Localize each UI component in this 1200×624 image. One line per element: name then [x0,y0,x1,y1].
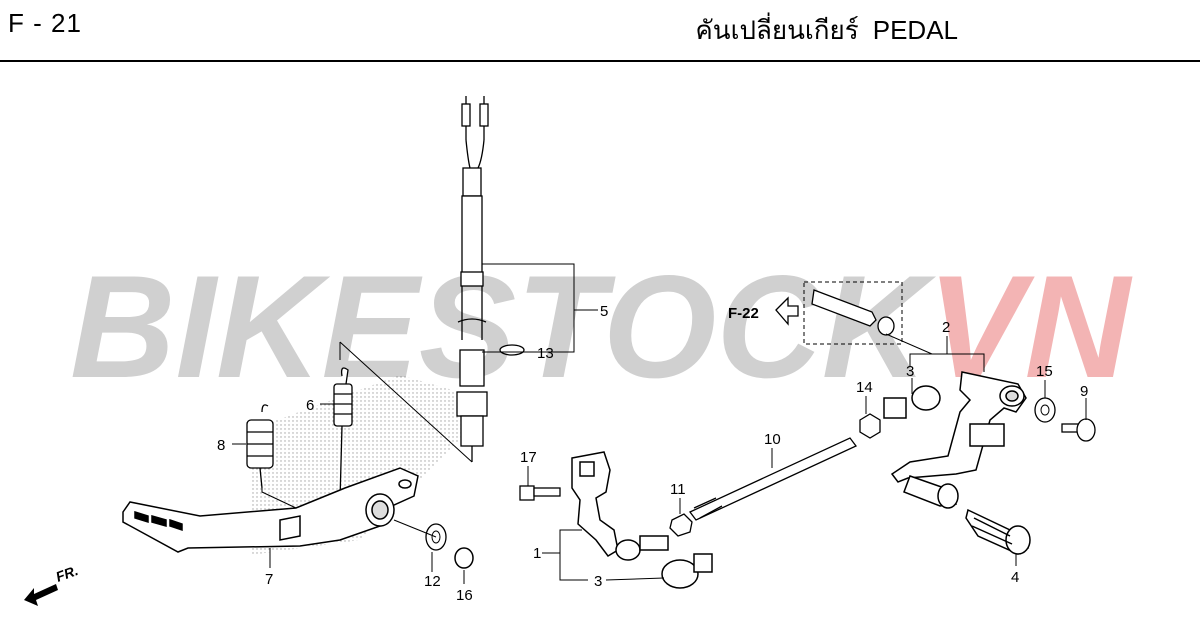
brake-pedal [122,467,419,553]
callout-17: 17 [520,449,537,466]
callout-2: 2 [942,319,950,336]
page-title: คันเปลี่ยนเกียร์ PEDAL [695,10,958,51]
callout-7: 7 [265,571,273,588]
callout-4: 4 [1011,569,1019,586]
callout-13: 13 [537,345,554,362]
joint-lower [615,535,713,589]
callout-5: 5 [600,303,608,320]
spring-6 [333,367,353,501]
reference-label: F-22 [728,305,759,322]
pedal-rubber-4 [965,508,1031,555]
shift-pedal [890,371,1027,509]
tie-rod [688,437,858,521]
callout-3-upper: 3 [906,363,914,380]
page-code: F - 21 [8,8,82,38]
callout-15: 15 [1036,363,1053,380]
watermark: BIKESTOCKVN [70,245,1133,408]
bolt-17 [519,485,561,501]
joint-upper [883,385,941,419]
bolt-9 [1061,418,1096,442]
leader-lines [232,263,1087,584]
brake-switch-cable [456,96,489,462]
spring-8 [246,404,274,489]
watermark-part1: BIKESTOCK [70,245,937,408]
front-label: FR. [54,562,81,585]
page-title-thai: คันเปลี่ยนเกียร์ [695,15,859,45]
nut-11 [669,513,693,537]
reference-box [803,281,903,345]
shift-arm [571,451,619,557]
shaft [811,289,895,336]
front-arrow [24,584,58,606]
callout-9: 9 [1080,383,1088,400]
reference-arrow [775,296,799,326]
callout-16: 16 [456,587,473,604]
callout-14: 14 [856,379,873,396]
watermark-part2: VN [927,245,1132,408]
callout-3-lower: 3 [594,573,602,590]
callout-8: 8 [217,437,225,454]
page-title-english: PEDAL [872,15,958,45]
header-rule [0,60,1200,62]
circlip-16 [454,547,474,569]
callout-1: 1 [533,545,541,562]
callout-10: 10 [764,431,781,448]
callout-11: 11 [670,481,686,498]
clip-13 [499,344,525,356]
callout-6: 6 [306,397,314,414]
callout-12: 12 [424,573,441,590]
nut-14 [859,413,881,439]
